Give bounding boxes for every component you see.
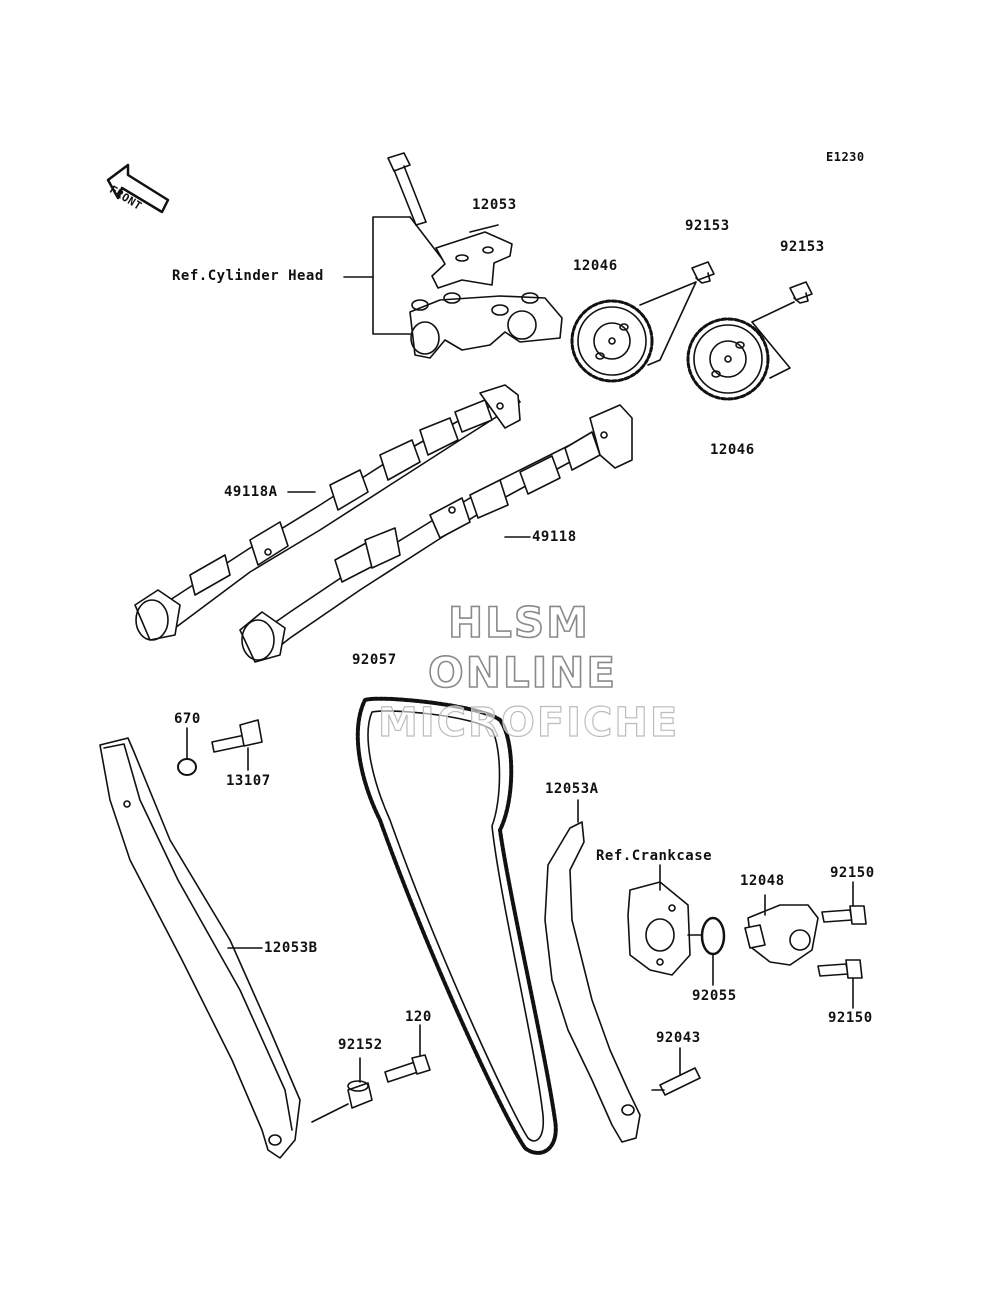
part-label-49118: 49118	[532, 529, 577, 545]
sprocket-bolt-right	[789, 281, 813, 304]
part-label-49118A: 49118A	[224, 484, 278, 500]
cam-cap-plate	[431, 224, 513, 289]
chain-guide-long	[99, 737, 301, 1159]
part-label-670: 670	[174, 711, 201, 727]
diagram-code: E1230	[826, 150, 865, 164]
part-label-120: 120	[405, 1009, 432, 1025]
ref-cylinder-head-label: Ref.Cylinder Head	[172, 268, 324, 284]
cam-sprocket-left	[570, 299, 654, 383]
crankcase-tensioner-mount	[627, 881, 691, 976]
part-label-13107: 13107	[226, 773, 271, 789]
part-label-92043: 92043	[656, 1030, 701, 1046]
cylinder-head-cam-holder	[409, 292, 563, 359]
collar-92152	[347, 1080, 373, 1109]
o-ring	[700, 916, 726, 956]
pivot-pin	[659, 1067, 701, 1096]
timing-chain	[355, 696, 558, 1155]
tensioner-bolt-lower	[817, 959, 863, 979]
watermark-line-1: HLSM	[447, 597, 590, 648]
tensioner-bolt-upper	[821, 905, 867, 925]
part-label-92153-right: 92153	[780, 239, 825, 255]
front-arrow-icon	[106, 163, 170, 214]
camshaft-intake	[239, 404, 633, 663]
washer-670	[177, 758, 197, 776]
part-label-92150-bottom: 92150	[828, 1010, 873, 1026]
part-label-12046-top: 12046	[573, 258, 618, 274]
part-label-92152: 92152	[338, 1037, 383, 1053]
cam-sprocket-right	[686, 317, 770, 401]
guide-bolt-13107	[211, 719, 263, 753]
ref-crankcase-label: Ref.Crankcase	[596, 848, 713, 864]
sprocket-bolt-left	[691, 261, 715, 284]
part-label-12046-bottom: 12046	[710, 442, 755, 458]
cylinder-head-ref-bracket	[372, 216, 411, 335]
part-label-12053B: 12053B	[264, 940, 318, 956]
part-label-92055: 92055	[692, 988, 737, 1004]
part-label-12053A: 12053A	[545, 781, 599, 797]
part-label-92150-top: 92150	[830, 865, 875, 881]
chain-guide-tensioner	[544, 821, 641, 1143]
part-label-12053: 12053	[472, 197, 517, 213]
watermark-line-2: ONLINE	[427, 647, 618, 698]
cam-chain-tensioner	[744, 904, 819, 966]
camshaft-exhaust	[134, 384, 521, 641]
cylinder-head-bolt	[387, 152, 427, 226]
part-label-92057: 92057	[352, 652, 397, 668]
watermark-line-3: MICROFICHE	[377, 699, 680, 746]
part-label-92153-left: 92153	[685, 218, 730, 234]
guide-bolt-120	[384, 1054, 431, 1083]
part-label-12048: 12048	[740, 873, 785, 889]
